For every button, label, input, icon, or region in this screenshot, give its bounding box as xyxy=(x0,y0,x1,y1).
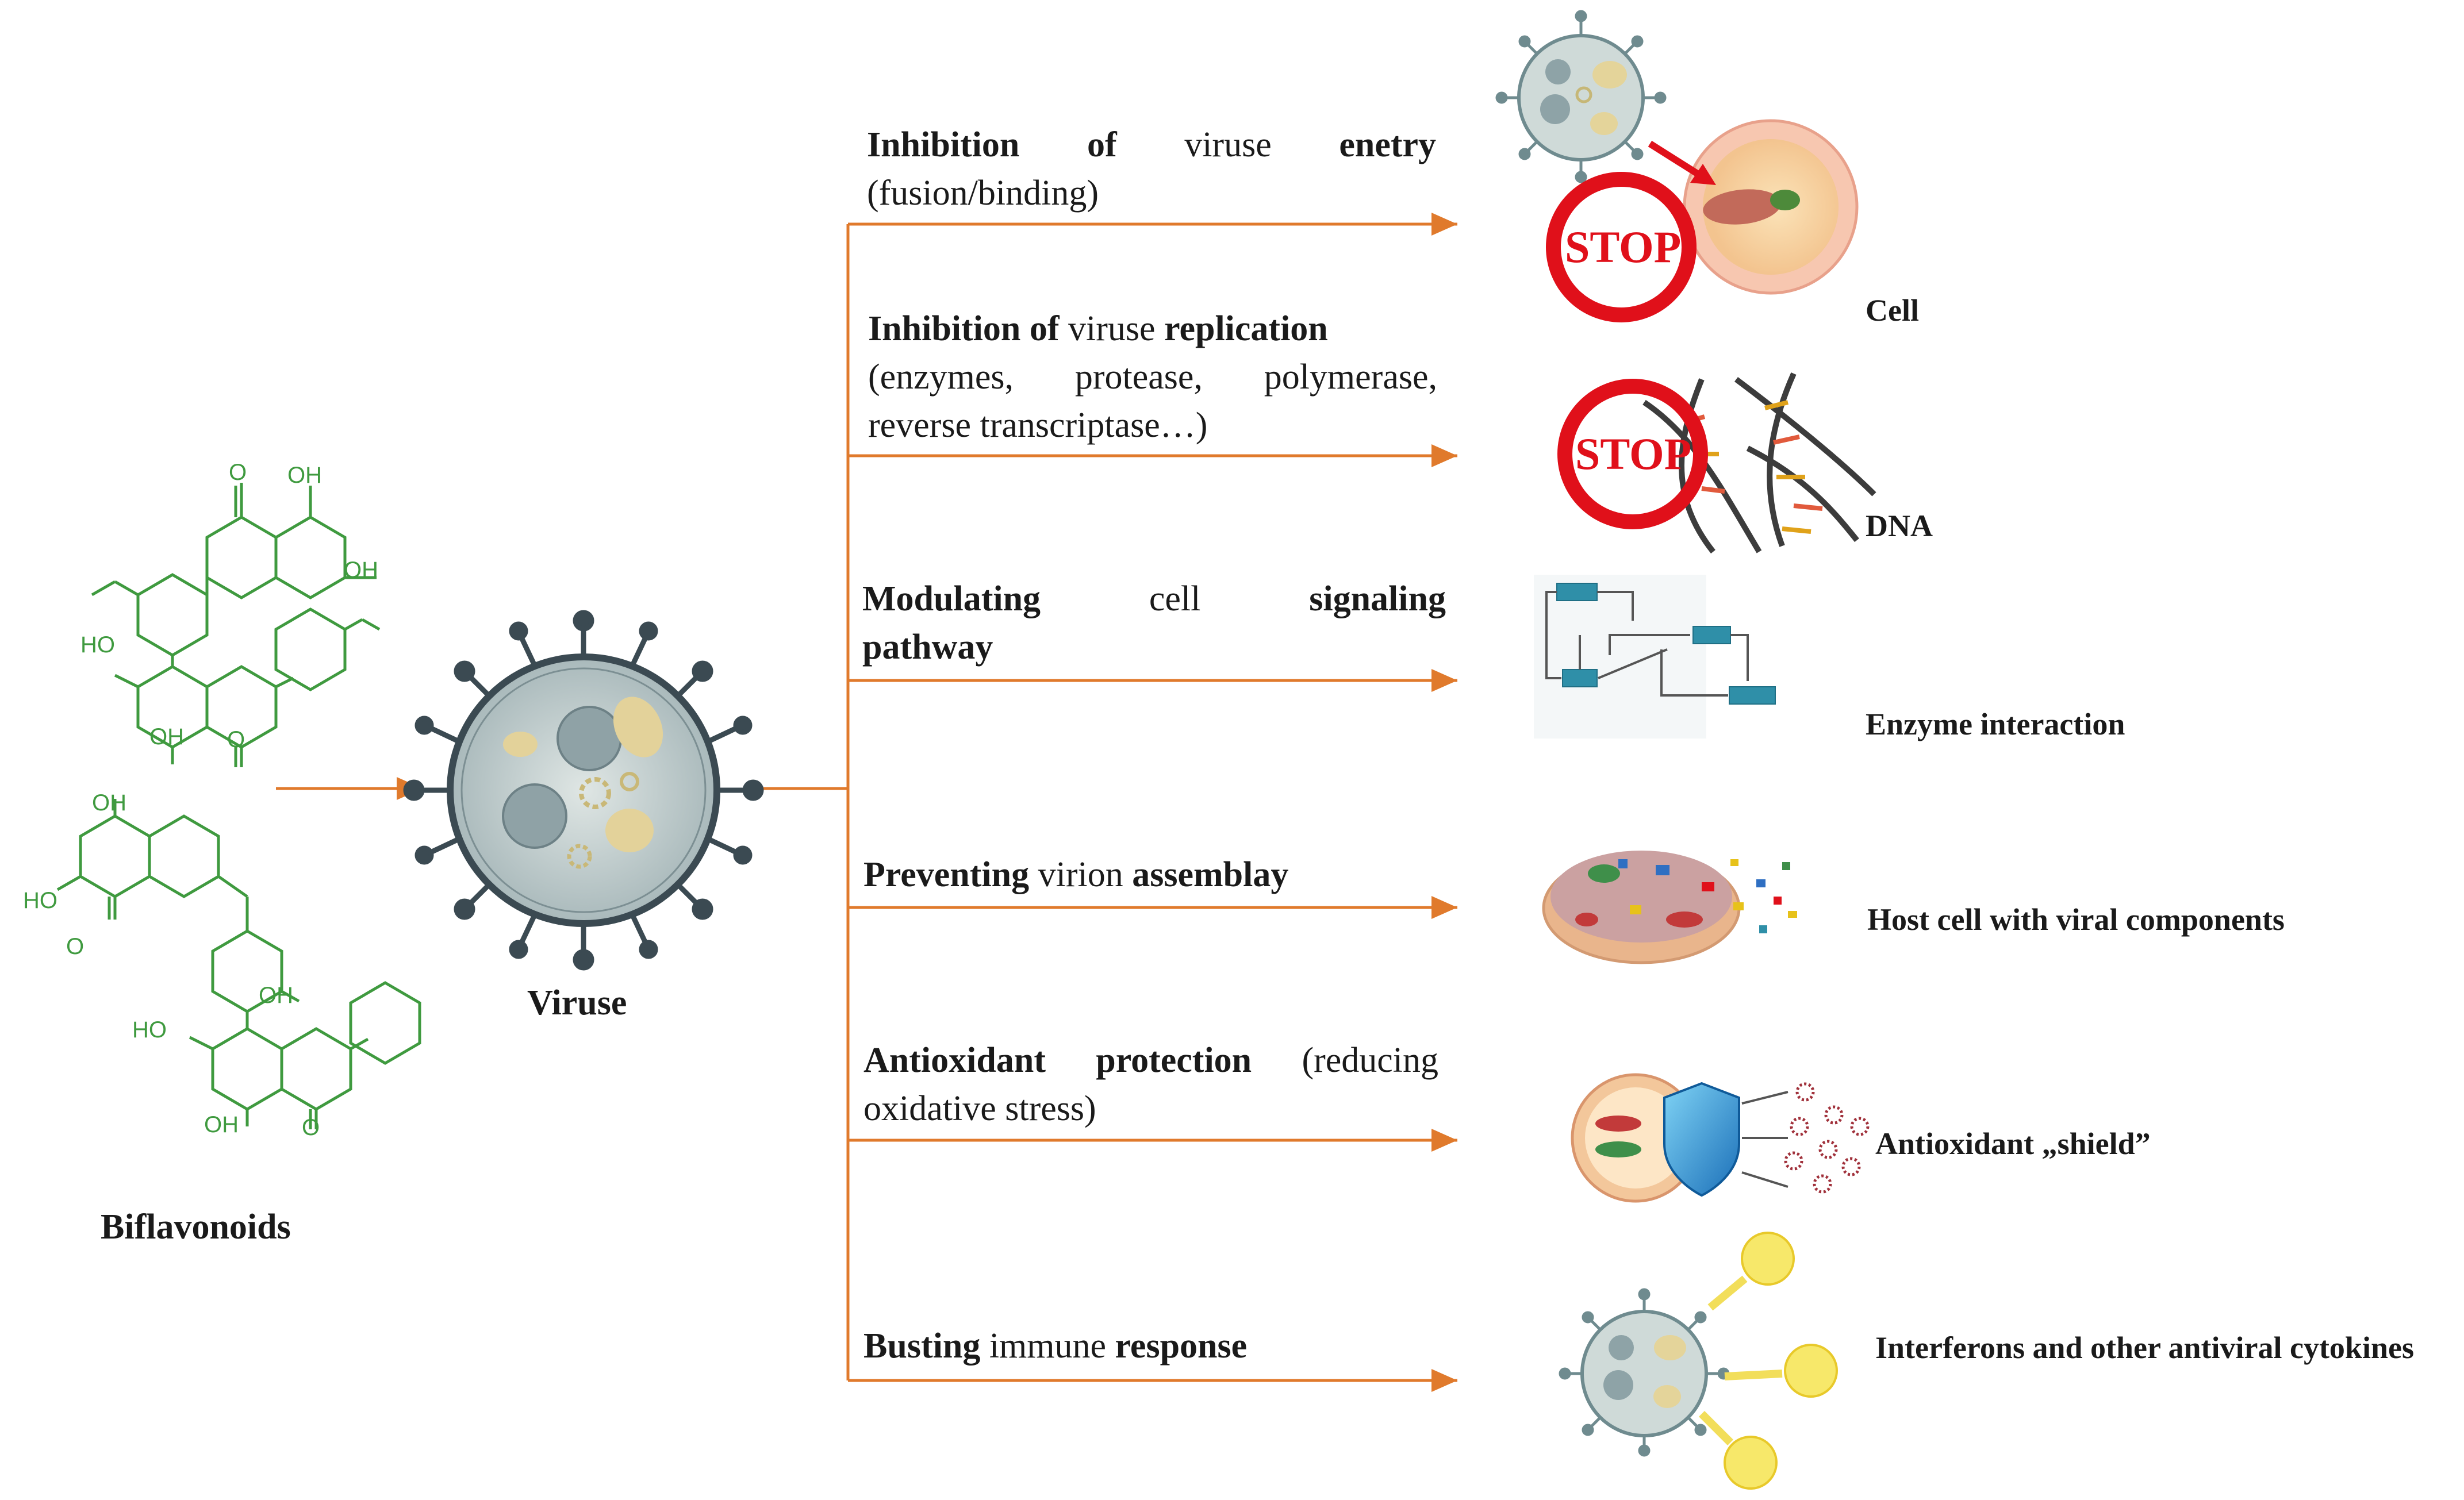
target-label-host-cell: Host cell with viral components xyxy=(1867,902,2285,937)
mechanism-text: enetry xyxy=(1339,125,1437,164)
biflavonoid-structure-2 xyxy=(56,799,421,1129)
mechanism-entry-line2: (fusion/binding) xyxy=(867,174,1099,213)
immune-response-icon xyxy=(1559,1232,1838,1490)
mechanism-text: pathway xyxy=(862,628,993,667)
biflavonoid-structure-1 xyxy=(91,483,381,767)
chem-label: OH xyxy=(149,724,184,749)
mechanism-text: immune xyxy=(989,1326,1107,1366)
mechanism-assembly-line1: Preventing virion assemblay xyxy=(863,851,1438,899)
flow-arrows xyxy=(276,213,1457,1392)
mechanism-entry: Inhibition of viruse enetry (fusion/bind… xyxy=(867,121,1436,217)
mechanism-text: Inhibition of xyxy=(868,309,1060,348)
mechanism-replication-line3: reverse transcriptase…) xyxy=(868,406,1208,445)
stop-sign-label: STOP xyxy=(1565,222,1681,272)
virus-entry-icon: STOP xyxy=(1495,10,1859,322)
mechanism-text: Modulating xyxy=(862,579,1041,618)
mechanism-signaling: Modulating cell signaling pathway xyxy=(862,575,1446,671)
mechanism-antioxidant-line2: oxidative stress) xyxy=(863,1089,1096,1128)
target-label-shield: Antioxidant „shield” xyxy=(1875,1126,2151,1161)
target-label-interferons: Interferons and other antiviral cytokine… xyxy=(1875,1330,2414,1365)
mechanism-text: Antioxidant protection xyxy=(863,1041,1252,1080)
chem-label: OH xyxy=(92,790,126,816)
target-label-dna: DNA xyxy=(1866,509,1933,543)
mechanism-text: virion xyxy=(1038,855,1123,894)
virus-label: Viruse xyxy=(527,983,627,1022)
mechanism-immune-line1: Busting immune response xyxy=(863,1322,1438,1370)
mechanism-entry-line1: Inhibition of viruse enetry xyxy=(867,121,1436,169)
compound-label: Biflavonoids xyxy=(101,1207,291,1247)
chem-label: O xyxy=(227,727,245,752)
mechanism-replication-line2: (enzymes, protease, polymerase, xyxy=(868,357,1437,397)
mechanism-text: signaling xyxy=(1309,579,1446,618)
mechanism-text: Inhibition of xyxy=(867,125,1117,164)
chem-label: O xyxy=(302,1115,320,1140)
mechanism-text: replication xyxy=(1164,309,1328,348)
chem-label: HO xyxy=(23,888,57,913)
mechanism-signaling-line1: Modulating cell signaling xyxy=(862,575,1446,623)
target-label-enzyme: Enzyme interaction xyxy=(1866,707,2125,741)
chem-label: O xyxy=(66,934,84,959)
chem-label: O xyxy=(229,460,247,485)
mechanism-immune: Busting immune response xyxy=(863,1322,1438,1370)
chem-label: OH xyxy=(259,983,293,1008)
mechanism-text: viruse xyxy=(1068,309,1156,348)
host-cell-icon xyxy=(1542,851,1797,964)
mechanism-text: Preventing xyxy=(863,855,1030,894)
mechanism-replication-line1: Inhibition of viruse replication xyxy=(868,305,1437,353)
virus-illustration xyxy=(403,610,764,971)
chem-label: OH xyxy=(287,463,322,488)
stop-sign-label: STOP xyxy=(1575,429,1691,479)
mechanism-text: viruse xyxy=(1184,125,1272,164)
mechanism-signaling-line2: pathway xyxy=(862,623,1446,671)
chem-label: OH xyxy=(344,557,378,583)
antioxidant-shield-icon xyxy=(1571,1073,1870,1203)
mechanism-text: cell xyxy=(1149,579,1201,618)
mechanism-text: assemblay xyxy=(1132,855,1289,894)
mechanism-assembly: Preventing virion assemblay xyxy=(863,851,1438,899)
mechanism-antioxidant-line1: Antioxidant protection (reducing xyxy=(863,1036,1438,1084)
mechanism-antioxidant: Antioxidant protection (reducing oxidati… xyxy=(863,1036,1438,1133)
dna-replication-icon: STOP xyxy=(1557,372,1876,554)
chem-label: HO xyxy=(80,632,115,657)
chem-label: OH xyxy=(204,1112,239,1137)
mechanism-text: Busting xyxy=(863,1326,981,1366)
mechanism-text: response xyxy=(1115,1326,1248,1366)
target-label-cell: Cell xyxy=(1866,293,1919,328)
mechanism-replication: Inhibition of viruse replication (enzyme… xyxy=(868,305,1437,449)
mechanism-text: (reducing xyxy=(1302,1041,1438,1080)
chem-label: HO xyxy=(132,1017,167,1043)
chem-labels: O OH OH HO OH O OH HO O OH HO OH O xyxy=(23,460,378,1140)
enzyme-interaction-icon xyxy=(1534,575,1776,739)
